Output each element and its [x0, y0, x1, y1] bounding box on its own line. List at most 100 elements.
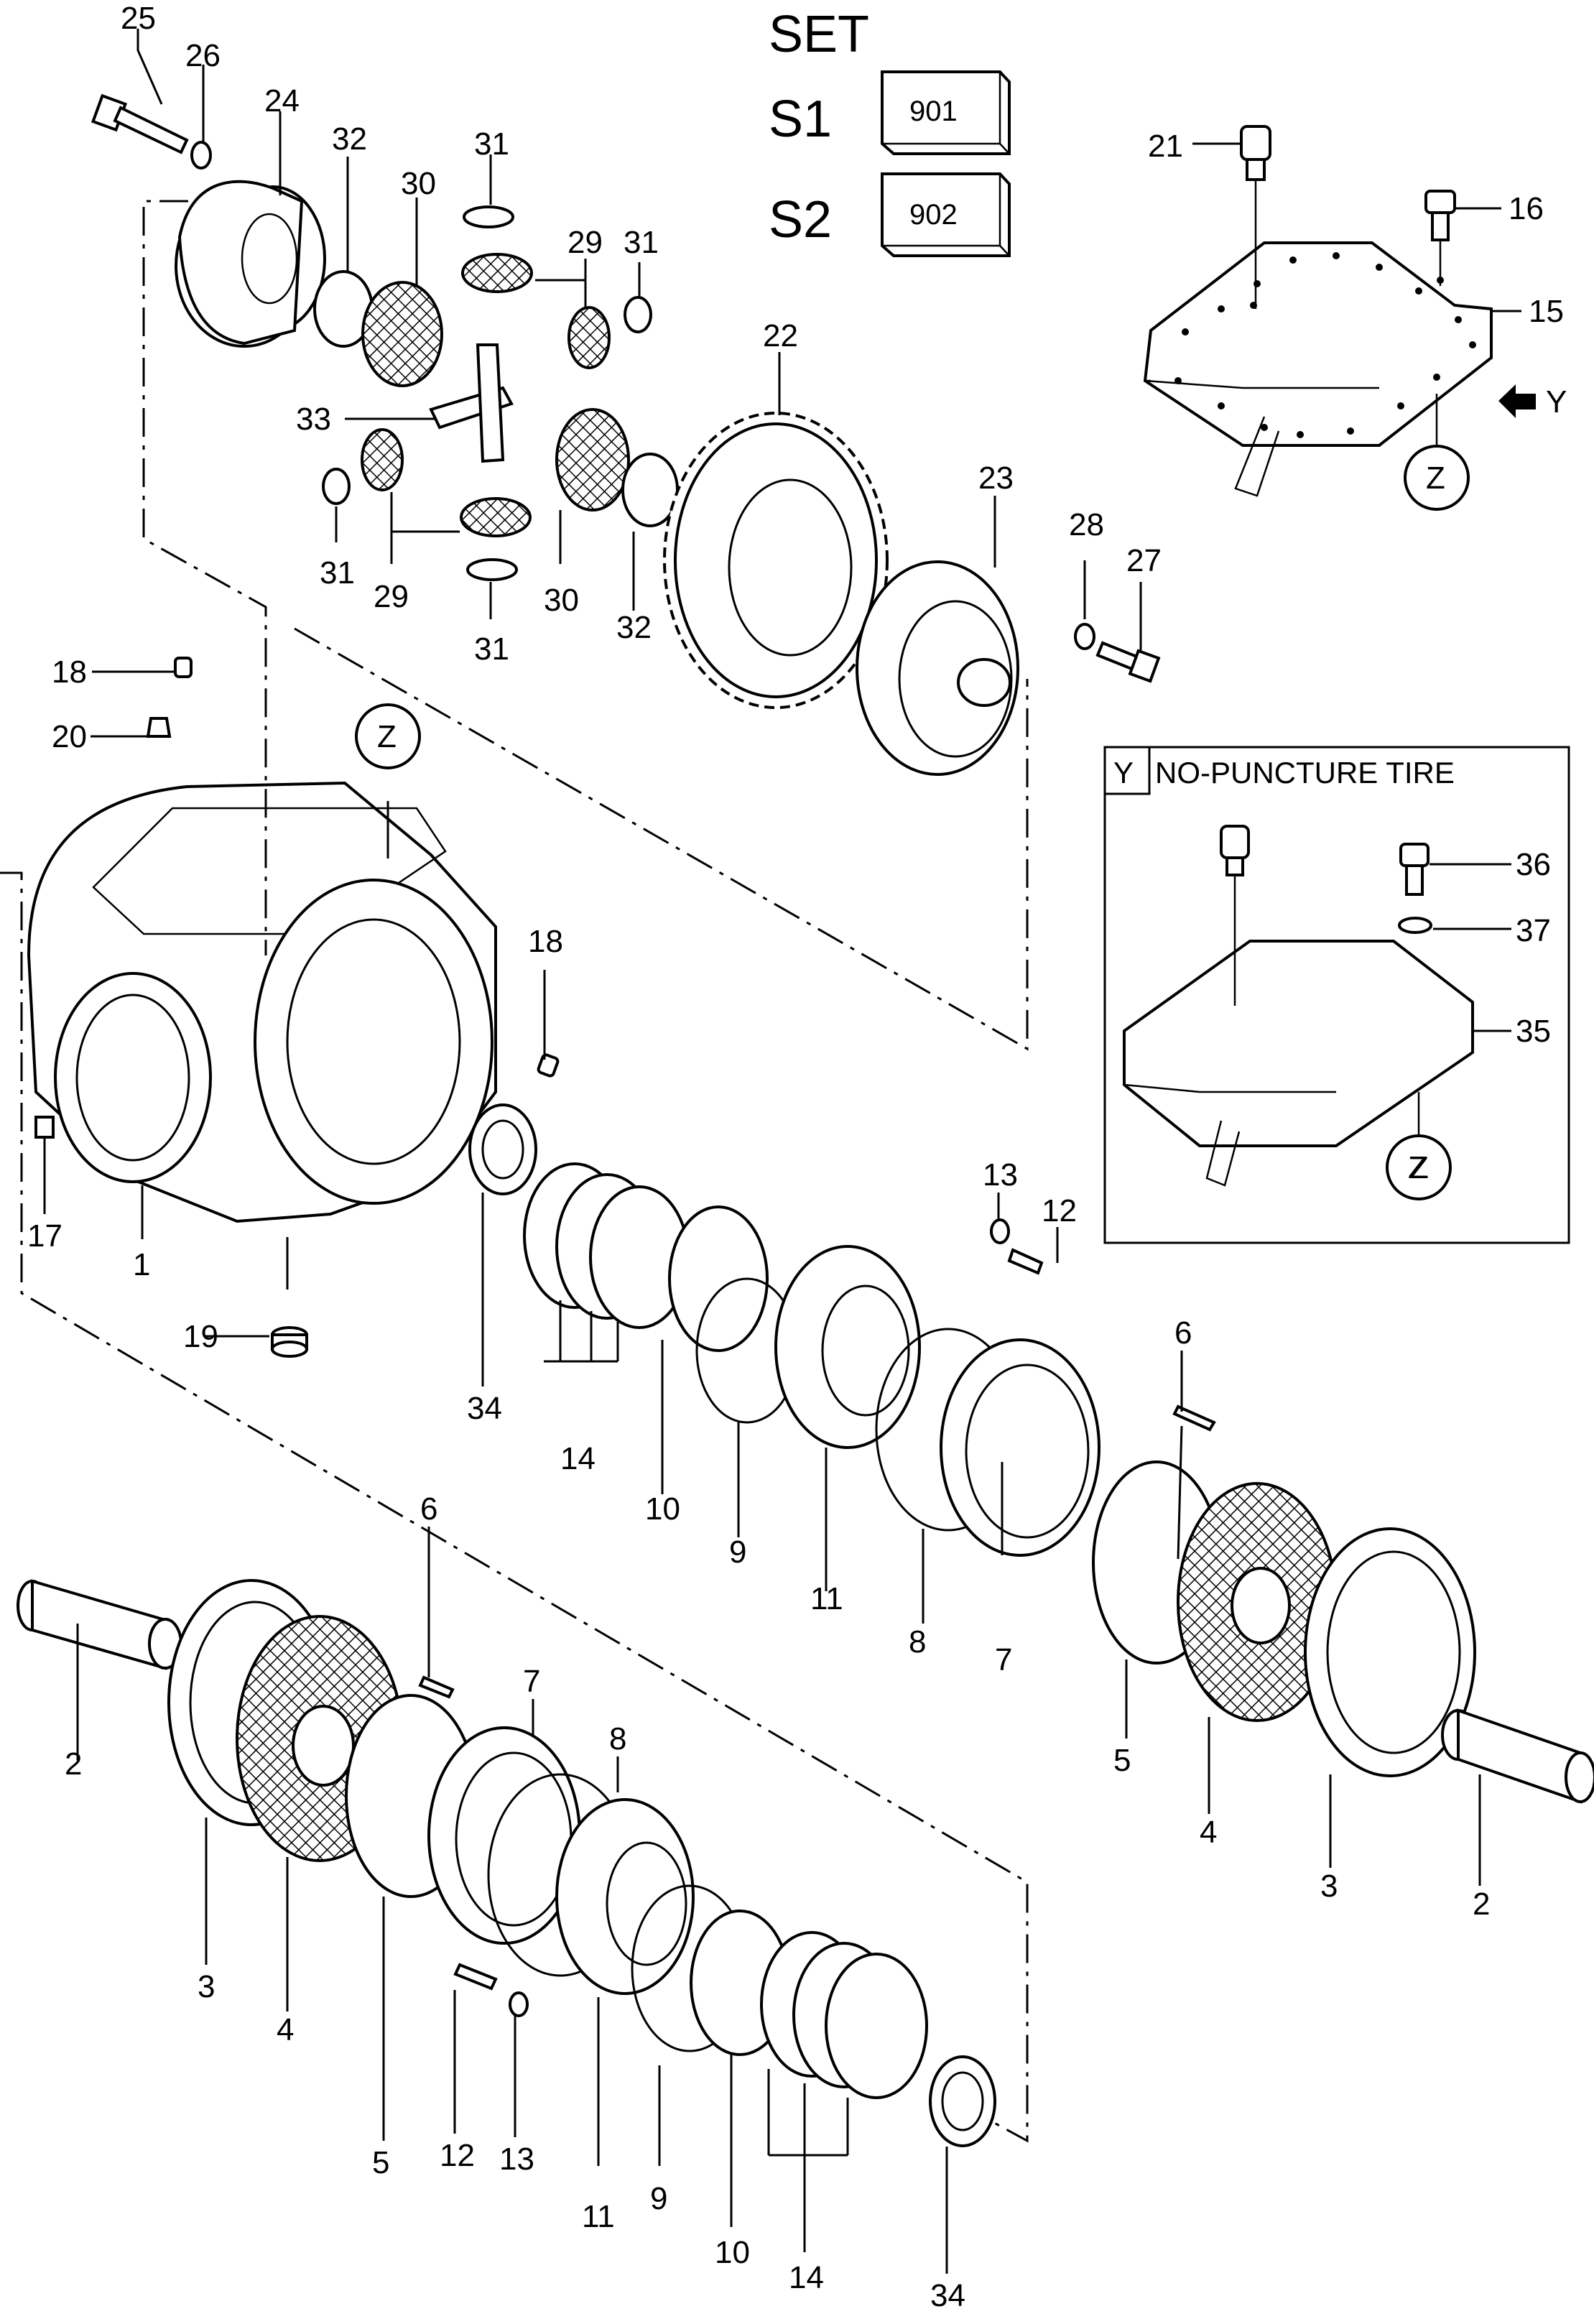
- callout: 32: [616, 610, 652, 645]
- callout: 9: [650, 2181, 667, 2216]
- callout: 26: [185, 38, 221, 73]
- callout: 19: [183, 1319, 218, 1354]
- shim-14-f: [825, 1953, 928, 2099]
- callout: 29: [374, 579, 409, 614]
- pinion-29-top: [461, 253, 533, 293]
- callout: 4: [277, 2012, 294, 2047]
- z-marker-inset-label: Z: [1408, 1150, 1427, 1185]
- callout: 15: [1529, 294, 1564, 329]
- callout: 16: [1509, 191, 1544, 226]
- callout: 20: [52, 719, 87, 754]
- cover-bolt-holes: [1174, 252, 1476, 438]
- z-marker-top: Z: [1404, 394, 1470, 511]
- callout: 12: [1042, 1193, 1077, 1228]
- callout: 4: [1200, 1815, 1217, 1850]
- callout: 31: [474, 631, 509, 667]
- axle-shaft-2-left: [17, 1579, 182, 1670]
- bolt-12-left: [453, 1963, 498, 1991]
- z-marker-top-label: Z: [1426, 460, 1445, 496]
- callout-numbers: 25 26 24 32 30 31 29 31 33 31 29 30 31 3…: [27, 1, 1564, 2313]
- callout: 11: [582, 2199, 615, 2234]
- view-y-arrow: Y: [1498, 384, 1567, 420]
- fitting-20: [146, 717, 172, 738]
- brake-cylinder-7-top: [940, 1338, 1100, 1557]
- callout: 21: [1148, 129, 1183, 164]
- leader-lines: [43, 29, 1521, 2274]
- axle-shaft-2-right: [1441, 1708, 1594, 1804]
- callout: 36: [1516, 847, 1551, 882]
- callout: 8: [909, 1624, 926, 1659]
- callout: 31: [624, 225, 659, 260]
- view-y-label: Y: [1546, 384, 1567, 420]
- callout: 7: [995, 1642, 1012, 1677]
- differential-case-23: [856, 560, 1019, 776]
- callout: 27: [1126, 543, 1162, 578]
- callout: 6: [420, 1491, 437, 1527]
- callout: 10: [715, 2235, 750, 2270]
- pinion-29-left: [361, 428, 404, 491]
- piston-11-left: [555, 1798, 695, 1995]
- callout: 29: [567, 225, 603, 260]
- piston-11-top: [774, 1245, 921, 1449]
- inset-title: NO-PUNCTURE TIRE: [1155, 756, 1455, 790]
- plug-21: [1240, 125, 1271, 309]
- set-s1-box: 901: [881, 70, 1011, 155]
- callout: 34: [467, 1391, 502, 1426]
- bolt-27: [1095, 641, 1161, 683]
- callout: 5: [1113, 1743, 1131, 1778]
- bolt-16: [1424, 190, 1456, 286]
- washer-31-c: [322, 468, 351, 505]
- inset-no-puncture-tire: Y NO-PUNCTURE TIRE Z: [1103, 746, 1570, 1244]
- seal-34-top: [468, 1103, 537, 1195]
- callout: 13: [983, 1157, 1018, 1193]
- pin-6-right: [1172, 1404, 1216, 1432]
- callout: 23: [978, 460, 1014, 496]
- bolt-25: [91, 93, 189, 154]
- callout: 10: [645, 1491, 680, 1527]
- snap-ring-10-top: [668, 1205, 769, 1352]
- callout: 22: [763, 318, 798, 353]
- callout: 18: [528, 924, 563, 959]
- callout: 18: [52, 654, 87, 690]
- plug-18-right: [537, 1053, 560, 1078]
- spider-33: [429, 343, 514, 463]
- callout: 9: [729, 1534, 746, 1570]
- callout: 3: [198, 1969, 215, 2004]
- callout: Z: [377, 719, 397, 754]
- z-marker-housing: Z: [355, 703, 421, 769]
- callout: 5: [372, 2145, 389, 2180]
- side-gear-30-bottom: [555, 408, 630, 511]
- callout: 2: [1473, 1886, 1490, 1922]
- set-s1-code: S1: [769, 91, 832, 148]
- callout: 14: [560, 1441, 596, 1476]
- washer-31-b: [624, 296, 652, 333]
- plate-3-right: [1304, 1527, 1476, 1777]
- axle-housing-1: [27, 657, 560, 1223]
- callout: 8: [609, 1721, 626, 1756]
- callout: 7: [523, 1664, 540, 1699]
- washer-13-left: [509, 1991, 529, 2017]
- side-gear-30-top: [361, 281, 443, 387]
- thrust-washer-32-bottom: [621, 453, 679, 527]
- callout: 31: [320, 555, 355, 591]
- set-s2-value: 902: [909, 199, 958, 231]
- cover-plate-assembly: Y Z: [1143, 125, 1567, 511]
- callout: 17: [27, 1218, 62, 1254]
- pin-6-left: [418, 1675, 455, 1699]
- plug-17: [34, 1116, 55, 1139]
- callout: 31: [474, 126, 509, 162]
- callout: 2: [65, 1746, 82, 1782]
- callout: Z: [1409, 1150, 1429, 1185]
- set-s2-box: 902: [881, 172, 1011, 257]
- washer-31-a: [463, 205, 514, 228]
- callout: 25: [121, 1, 156, 36]
- callout: 32: [332, 121, 367, 157]
- callout: 1: [133, 1247, 150, 1282]
- callout: 37: [1516, 913, 1551, 948]
- callout: 14: [789, 2260, 824, 2295]
- differential-case-24: [175, 180, 326, 348]
- callout: 35: [1516, 1014, 1551, 1049]
- set-s1-value: 901: [909, 96, 958, 127]
- callout: 33: [296, 402, 331, 437]
- callout: 24: [264, 83, 300, 119]
